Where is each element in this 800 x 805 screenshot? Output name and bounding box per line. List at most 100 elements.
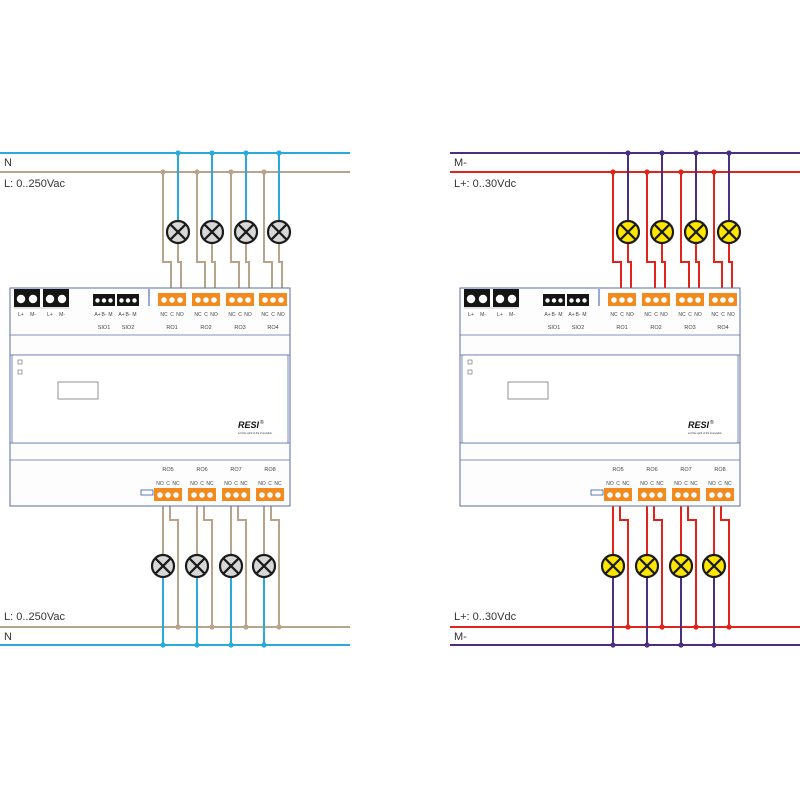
terminal-screw (125, 298, 131, 303)
terminal-screw (641, 492, 647, 498)
terminal-screw (195, 297, 201, 303)
terminal-screw (466, 294, 476, 304)
relay-pin-label: C (271, 312, 275, 318)
terminal-screw (108, 298, 113, 303)
terminal-screw (725, 492, 731, 498)
left-junction (276, 150, 282, 156)
right-lamp-top (649, 219, 675, 245)
power-terminal-label: M- (30, 312, 36, 318)
terminal-screw (478, 294, 488, 304)
led-indicator (467, 369, 473, 375)
terminal-screw (229, 297, 235, 303)
terminal-screw (191, 492, 197, 498)
separator-mark (590, 489, 604, 496)
relay-pin-label: NC (274, 481, 282, 487)
relay-pin-label: C (204, 312, 208, 318)
left-lamp-top (233, 219, 259, 245)
brand-logo: RESI (238, 420, 260, 430)
left-live-wire (263, 172, 273, 295)
lamp-cross (688, 224, 704, 240)
relay-pin-label: NO (156, 481, 164, 487)
terminal-screw (623, 492, 629, 498)
left-live-wire (162, 172, 172, 295)
relay-pin-label: NC (656, 481, 664, 487)
terminal-screw (720, 297, 726, 303)
terminal-screw (161, 297, 167, 303)
terminal-screw (211, 297, 217, 303)
label-window (507, 381, 549, 400)
left-junction (243, 624, 249, 630)
brand-logo: RESI (688, 420, 710, 430)
left-lamp-top (165, 219, 191, 245)
left-junction (194, 642, 200, 648)
right-live-wire (680, 172, 690, 295)
right-junction (678, 642, 684, 648)
terminal-screw (495, 294, 505, 304)
terminal-screw (165, 492, 171, 498)
relay-pin-label: NO (674, 481, 682, 487)
lamp-cross (238, 224, 254, 240)
lamp-cross (271, 224, 287, 240)
relay-pin-label: C (718, 481, 722, 487)
terminal-screw (615, 492, 621, 498)
relay-pin-label: C (234, 481, 238, 487)
left-junction (243, 150, 249, 156)
left-switched-wire (211, 242, 216, 295)
right-junction (711, 642, 717, 648)
terminal-screw (717, 492, 723, 498)
relay-module-right: RESI®Let the spirit of the innovationL+M… (459, 287, 741, 507)
lamp-cross (605, 558, 621, 574)
terminal-screw (270, 297, 276, 303)
right-junction (693, 150, 699, 156)
relay-pin-label: NC (622, 481, 630, 487)
terminal-screw (687, 297, 693, 303)
relay-pin-label: NC (228, 312, 236, 318)
right-junction (610, 642, 616, 648)
relay-pin-label: NC (206, 481, 214, 487)
relay-pin-label: NC (644, 312, 652, 318)
relay-label: RO3 (684, 325, 695, 331)
relay-pin-label: NO (626, 312, 634, 318)
right-switched-wire (695, 242, 700, 295)
terminal-screw (558, 298, 563, 303)
right-live-wire (619, 500, 629, 627)
sio-group-label: SIO1 (98, 325, 111, 331)
power-terminal-label: L+ (18, 312, 24, 318)
terminal-screw (709, 492, 715, 498)
left-lamp-bottom (150, 553, 176, 579)
terminal-screw (203, 297, 209, 303)
relay-label: RO5 (162, 467, 173, 473)
power-terminal-label: M- (59, 312, 65, 318)
terminal-screw (712, 297, 718, 303)
right-live-wire (612, 172, 622, 295)
left-top-n-label: N (4, 157, 12, 169)
relay-pin-label: C (684, 481, 688, 487)
terminal-screw (57, 294, 67, 304)
terminal-screw (267, 492, 273, 498)
relay-pin-label: C (238, 312, 242, 318)
relay-pin-label: C (688, 312, 692, 318)
sio-terminal-label: B- (576, 312, 581, 318)
left-switched-wire (245, 242, 250, 295)
right-junction (678, 169, 684, 175)
left-bottom-n-label: N (4, 631, 12, 643)
right-junction (644, 642, 650, 648)
power-terminal-label: L+ (497, 312, 503, 318)
relay-pin-label: C (721, 312, 725, 318)
relay-pin-label: NO (606, 481, 614, 487)
terminal-screw (207, 492, 213, 498)
terminal-screw (575, 298, 581, 303)
relay-pin-label: C (200, 481, 204, 487)
lamp-cross (706, 558, 722, 574)
sio-terminal-label: B- (552, 312, 557, 318)
led-indicator (17, 369, 23, 375)
sio-terminal-label: A+ (94, 312, 100, 318)
right-switched-wire (728, 242, 733, 295)
left-live-wire (203, 500, 213, 627)
right-junction (625, 624, 631, 630)
right-lamp-bottom (701, 553, 727, 579)
right-switched-wire (627, 242, 632, 295)
relay-pin-label: NO (244, 312, 252, 318)
